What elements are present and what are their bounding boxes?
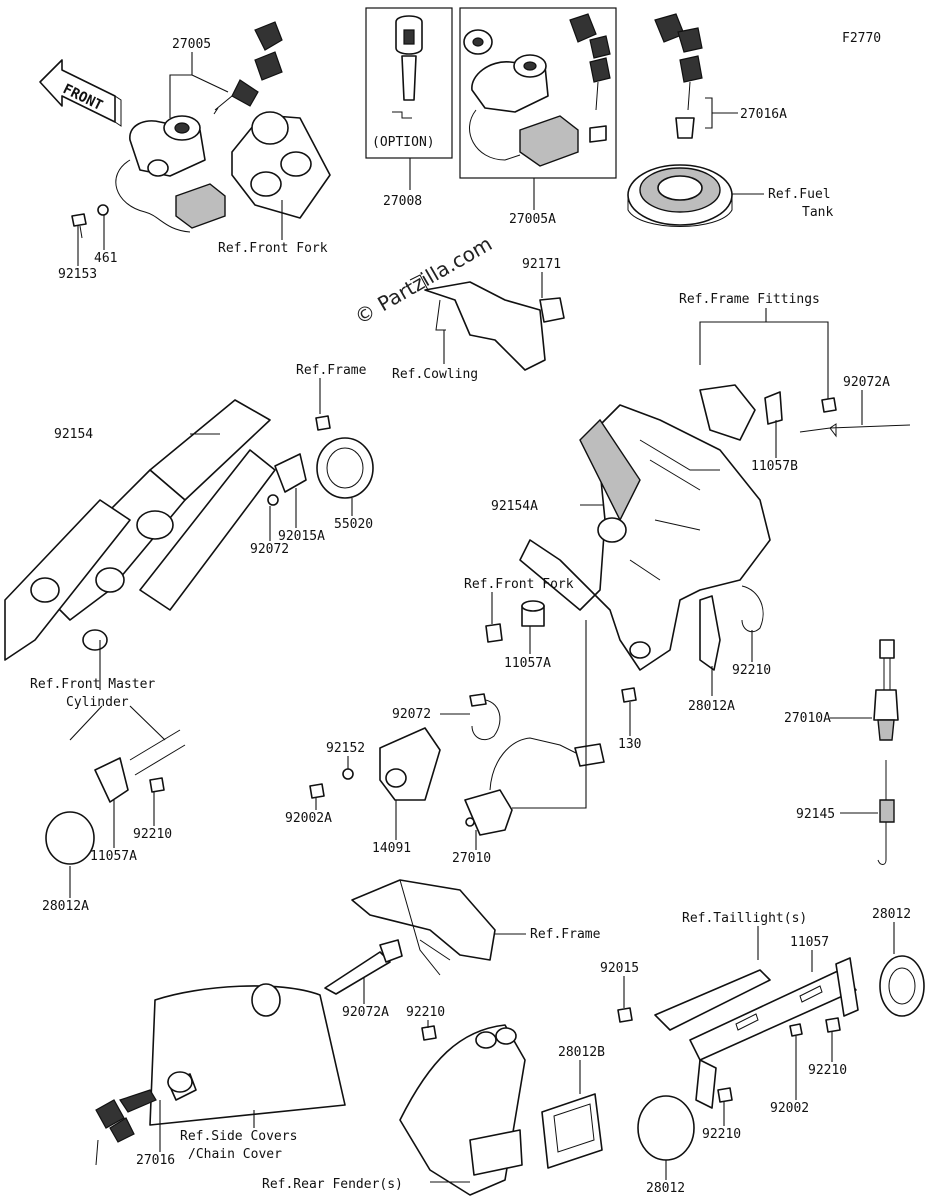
label-11057: 11057 (790, 935, 829, 950)
side-cover-panel-icon (149, 983, 346, 1126)
label-28012-bot: 28012 (646, 1181, 685, 1196)
label-ref-cowling: Ref.Cowling (392, 367, 478, 382)
label-92152: 92152 (326, 741, 365, 756)
option-label: (OPTION) (372, 135, 435, 150)
key-27005-icon (213, 21, 283, 115)
rear-frame-section-icon (324, 879, 496, 995)
label-ref-fuel-tank-2: Tank (802, 205, 833, 220)
label-ref-frame-1: 92154A (491, 499, 538, 514)
lock-set-27005A-icon (463, 13, 611, 167)
figure-code: F2770 (842, 31, 881, 46)
label-28012A-top: 55020 (334, 517, 373, 532)
label-92002: 92002 (770, 1101, 809, 1116)
label-27008: 27008 (383, 194, 422, 209)
label-55020: 28012A (688, 699, 735, 714)
label-ref-frame-2: Ref.Frame (530, 927, 601, 942)
label-92002A: 92002A (285, 811, 332, 826)
spring-92145-icon (877, 760, 895, 865)
label-27005A: 27005A (509, 212, 556, 227)
reflector-bracket-top-icon (267, 415, 374, 506)
label-ref-master-1: Ref.Front Master (30, 677, 155, 692)
label-ref-taillight: Ref.Taillight(s) (682, 911, 807, 926)
label-11057B: 11057B (751, 459, 798, 474)
main-frame-icon (519, 404, 771, 671)
lock-27016-icon (95, 1071, 197, 1166)
label-28012B: 28012B (558, 1045, 605, 1060)
label-92154: Ref.Front Fork (464, 577, 574, 592)
label-92015A: 11057A (504, 656, 551, 671)
front-arrow-icon: FRONT (39, 59, 122, 127)
label-27010A: 27010A (784, 711, 831, 726)
reflector-28012B-icon (541, 1093, 603, 1169)
label-92072A-top: 92072A (843, 375, 890, 390)
label-92015: 92015 (600, 961, 639, 976)
label-92072-mid: 92072 (392, 707, 431, 722)
side-stand-switch-bracket-icon (699, 585, 764, 671)
ignition-switch-27005-icon (115, 115, 226, 233)
label-92210-mid: 92210 (406, 1005, 445, 1020)
clamp-92072-icon (469, 693, 501, 741)
label-461: 461 (94, 251, 117, 266)
label-ref-front-fork-top: Ref.Front Fork (218, 241, 328, 256)
set-box-27005A (459, 7, 617, 179)
side-stand-switch-27010-icon (464, 737, 605, 836)
label-92210-bot: 92210 (702, 1127, 741, 1142)
label-11057A-top: 92015A (278, 529, 325, 544)
label-27005: 27005 (172, 37, 211, 52)
label-92154A: Ref.Frame (296, 363, 367, 378)
label-ref-side-covers-2: /Chain Cover (188, 1147, 282, 1162)
license-bracket-icon (617, 955, 925, 1161)
frame-fitting-bracket-icon (699, 384, 911, 441)
bolt-130-icon (621, 687, 637, 703)
fuel-tank-cap-icon (627, 164, 733, 227)
label-14091: 14091 (372, 841, 411, 856)
label-92210-top: 92072 (250, 542, 289, 557)
bolt-92153-icon (71, 204, 109, 239)
label-11057A-bot: 11057A (90, 849, 137, 864)
label-130: 130 (618, 737, 641, 752)
label-92072A-bot: 92072A (342, 1005, 389, 1020)
label-92210-left: 92210 (133, 827, 172, 842)
fork-leg-icon (4, 399, 276, 661)
label-ref-fuel-tank-1: Ref.Fuel (768, 187, 831, 202)
label-28012A-bot: 28012A (42, 899, 89, 914)
label-92171: 92171 (522, 257, 561, 272)
cowling-bracket-icon (409, 274, 565, 371)
label-ref-front-fork-center: 92154 (54, 427, 93, 442)
rear-fender-icon (399, 1024, 526, 1196)
key-blank-27008-icon (392, 15, 423, 119)
front-fork-bracket-icon (231, 111, 331, 219)
reflector-bracket-left-icon (45, 729, 186, 865)
label-ref-master-2: Cylinder (66, 695, 129, 710)
switch-cover-14091-icon (309, 727, 441, 801)
sensor-27010A-icon (873, 639, 899, 741)
label-ref-rear-fender: Ref.Rear Fender(s) (262, 1177, 403, 1192)
collar-92015A-icon (485, 600, 545, 643)
label-92153: 92153 (58, 267, 97, 282)
label-92145: 92145 (796, 807, 835, 822)
label-ref-frame-fittings: Ref.Frame Fittings (679, 292, 820, 307)
option-box (365, 7, 453, 159)
label-27016A: 27016A (740, 107, 787, 122)
key-27016A-icon (654, 13, 703, 139)
label-27016: 27016 (136, 1153, 175, 1168)
label-28012-top: 28012 (872, 907, 911, 922)
label-27010: 27010 (452, 851, 491, 866)
label-92210-right: 92210 (808, 1063, 847, 1078)
label-ref-side-covers-1: Ref.Side Covers (180, 1129, 297, 1144)
label-92072-right: 92210 (732, 663, 771, 678)
